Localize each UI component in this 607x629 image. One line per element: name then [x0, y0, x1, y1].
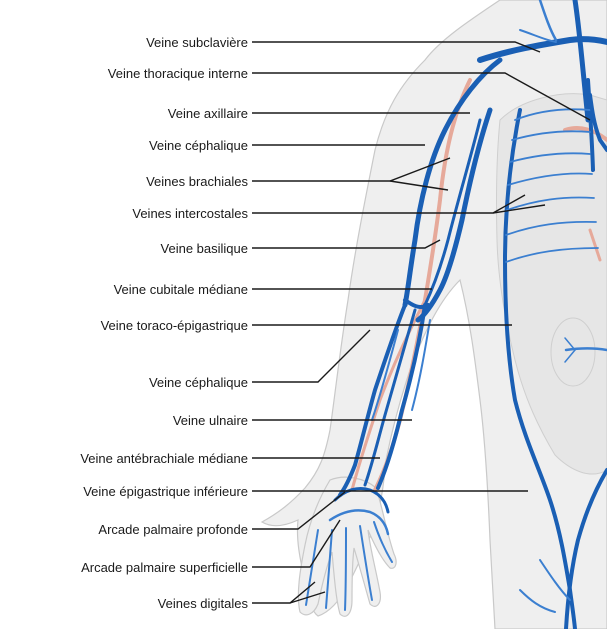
label-basilique: Veine basilique [161, 241, 248, 256]
labels: Veine subclavière Veine thoracique inter… [80, 35, 248, 611]
label-subclaviere: Veine subclavière [146, 35, 248, 50]
label-cubitale-mediane: Veine cubitale médiane [114, 282, 248, 297]
label-arcade-profonde: Arcade palmaire profonde [98, 522, 248, 537]
label-intercostales: Veines intercostales [132, 206, 248, 221]
label-toraco-epigastrique: Veine toraco-épigastrique [101, 318, 248, 333]
label-digitales: Veines digitales [158, 596, 249, 611]
label-cephalique-2: Veine céphalique [149, 375, 248, 390]
label-brachiales: Veines brachiales [146, 174, 248, 189]
label-axillaire: Veine axillaire [168, 106, 248, 121]
label-arcade-superficielle: Arcade palmaire superficielle [81, 560, 248, 575]
body-silhouette [262, 0, 607, 629]
label-epigastrique-inferieure: Veine épigastrique inférieure [83, 484, 248, 499]
vein-digital-3 [345, 528, 346, 610]
label-cephalique-1: Veine céphalique [149, 138, 248, 153]
label-thoracique-interne: Veine thoracique interne [108, 66, 248, 81]
label-ulnaire: Veine ulnaire [173, 413, 248, 428]
label-antebrachiale-mediane: Veine antébrachiale médiane [80, 451, 248, 466]
